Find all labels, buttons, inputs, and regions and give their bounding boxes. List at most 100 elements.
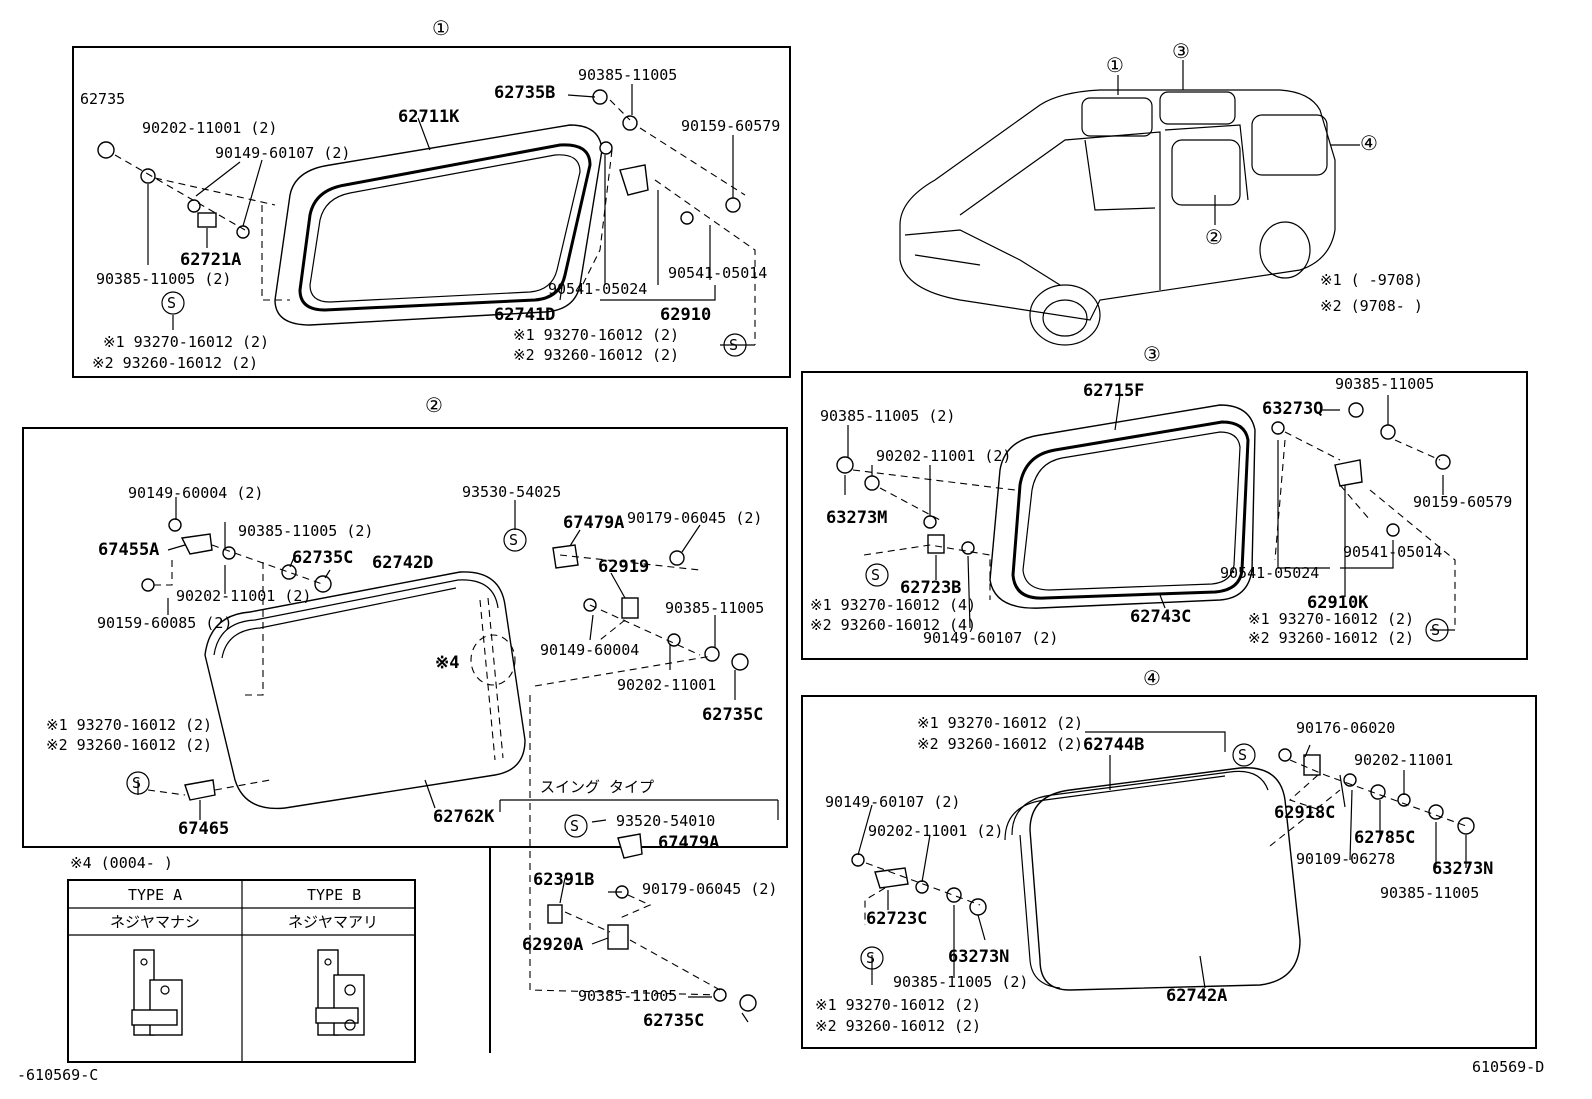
label: 90385-11005 (665, 599, 764, 617)
screw-90149-icon (236, 225, 250, 239)
label: 62735C (292, 548, 353, 568)
window-glass-62762K (204, 571, 526, 810)
seal-s-icon: S (860, 946, 884, 970)
label: 90159-60579 (1413, 493, 1512, 511)
label: 62910 (660, 305, 711, 325)
label: 62918C (1274, 803, 1335, 823)
label: ※1 93270-16012 (2) (815, 996, 981, 1014)
label: 90541-05014 (668, 264, 767, 282)
footer-code-left: -610569-C (17, 1066, 98, 1084)
label: 90202-11001 (2) (868, 822, 1003, 840)
label: 90541-05014 (1343, 543, 1442, 561)
retainer-67479A-icon (617, 833, 643, 859)
label: 90541-05024 (1220, 564, 1319, 582)
type-b-desc: ネジヤマアリ (288, 913, 378, 931)
bolt-90541-05024-icon (599, 141, 613, 155)
label: 62711K (398, 107, 460, 127)
label: 90202-11001 (2) (142, 119, 277, 137)
label: 90202-11001 (617, 676, 716, 694)
svg-text:S: S (570, 817, 579, 835)
washer-icon (667, 633, 681, 647)
nut-icon (1380, 424, 1396, 440)
label: ※2 93260-16012 (4) (810, 616, 976, 634)
label: 63273Q (1262, 399, 1323, 419)
svg-text:S: S (132, 774, 141, 792)
label: 63273M (826, 508, 887, 528)
nut-90385-11005-icon (622, 115, 638, 131)
seal-s-icon: S (126, 771, 150, 795)
hinge-67465-icon (184, 779, 216, 801)
screw-icon (168, 518, 182, 532)
screw-icon (1435, 454, 1451, 470)
footer-code-right: 610569-D (1472, 1058, 1544, 1076)
label: 62715F (1083, 381, 1144, 401)
label: 90385-11005 (2) (820, 407, 955, 425)
nut-icon (704, 646, 720, 662)
label: 62391B (533, 870, 594, 890)
screw-icon (141, 578, 155, 592)
bracket-62918C-icon (1303, 754, 1321, 776)
clip-icon (1457, 817, 1475, 835)
label: 90202-11001 (1354, 751, 1453, 769)
clip-63273N-icon (969, 898, 987, 916)
label: ※2 93260-16012 (2) (513, 346, 679, 364)
van-marker-4: ④ (1360, 131, 1378, 155)
svg-text:S: S (167, 294, 176, 312)
clip-icon (731, 653, 749, 671)
van-marker-2: ② (1205, 225, 1223, 249)
bolt-90541-05014-icon (680, 211, 694, 225)
section-1-box (72, 46, 791, 378)
section-3-marker: ③ (1143, 342, 1161, 366)
label: 90159-60085 (2) (97, 614, 232, 632)
seal-s-icon: S (564, 814, 588, 838)
nut-icon (281, 564, 297, 580)
svg-text:S: S (871, 566, 880, 584)
washer-icon (915, 880, 929, 894)
label: 90202-11001 (2) (876, 447, 1011, 465)
label: ※2 93260-16012 (2) (917, 735, 1083, 753)
seal-s-icon: S (723, 333, 747, 357)
seal-s-icon: S (503, 528, 527, 552)
label: 90179-06045 (2) (642, 880, 777, 898)
nut-icon (946, 887, 962, 903)
label: 62721A (180, 250, 241, 270)
label: ※2 93260-16012 (2) (92, 354, 258, 372)
latch-62919-icon (621, 597, 639, 619)
type-a-desc: ネジヤマナシ (110, 913, 200, 931)
label: 90159-60579 (681, 117, 780, 135)
label: 90385-11005 (578, 987, 677, 1005)
label: 62742D (372, 553, 433, 573)
svg-text:S: S (1431, 621, 1440, 639)
label: 90202-11001 (2) (176, 587, 311, 605)
weatherstrip-62743C (1011, 420, 1250, 600)
label: 62735C (643, 1011, 704, 1031)
label: 67479A (563, 513, 624, 533)
screw-icon (1278, 748, 1292, 762)
van-marker-1: ① (1106, 53, 1124, 77)
bolt-icon (1386, 523, 1400, 537)
latch-62910-icon (619, 164, 649, 196)
screw-icon (851, 853, 865, 867)
seal-s-icon: S (1232, 743, 1256, 767)
label: 93530-54025 (462, 483, 561, 501)
label: ※1 93270-16012 (2) (46, 716, 212, 734)
hinge-62723B-icon (927, 534, 945, 554)
clip-63273M-icon (836, 456, 854, 474)
label: 90385-11005 (2) (238, 522, 373, 540)
latch-62920A-icon (607, 924, 629, 950)
van-note-1: ※1 ( -9708) (1320, 271, 1423, 289)
label: ※4 (435, 653, 459, 673)
label: 62741D (494, 305, 555, 325)
type-b-header: TYPE B (307, 886, 361, 904)
label: 90149-60004 (2) (128, 484, 263, 502)
label: 67465 (178, 819, 229, 839)
screw-90159-icon (725, 197, 741, 213)
label: ※1 93270-16012 (4) (810, 596, 976, 614)
label: ※1 93270-16012 (2) (513, 326, 679, 344)
swing-type-title: スイング タイプ (540, 778, 654, 796)
svg-text:S: S (729, 336, 738, 354)
label: 90149-60004 (540, 641, 639, 659)
label: 62785C (1354, 828, 1415, 848)
label: 63273N (948, 947, 1009, 967)
label: 90109-06278 (1296, 850, 1395, 868)
